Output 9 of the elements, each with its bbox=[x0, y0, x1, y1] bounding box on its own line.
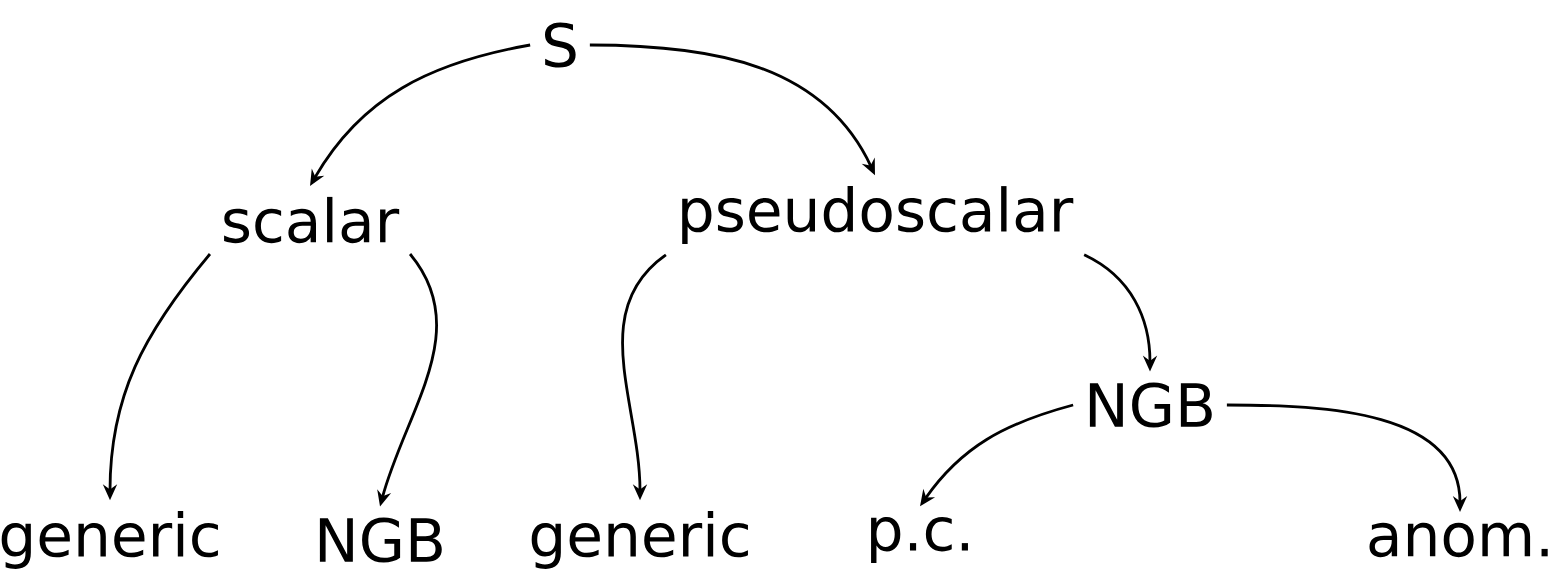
node-label: anom. bbox=[1369, 522, 1548, 558]
node-label: generic bbox=[1, 511, 218, 569]
node-label: pseudoscalar bbox=[682, 186, 1074, 244]
node-label: S bbox=[545, 22, 576, 68]
node-label: NGB bbox=[1089, 382, 1212, 428]
node-label: scalar bbox=[224, 196, 400, 244]
node-label: NGB bbox=[319, 517, 442, 563]
node-label: p.c. bbox=[871, 517, 968, 563]
node-label: generic bbox=[531, 511, 748, 569]
